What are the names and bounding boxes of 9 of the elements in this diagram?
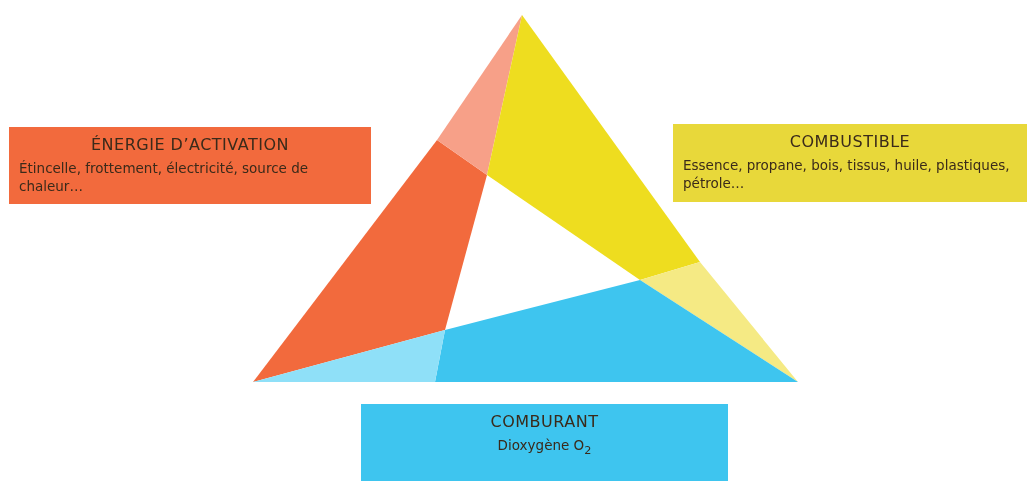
box-description: Dioxygène O$_{2}$: [496, 437, 593, 459]
box-description: Étincelle, frottement, électricité, source de chaleur…: [19, 160, 310, 196]
label-box: [673, 124, 1027, 202]
box-heading: COMBURANT: [489, 412, 600, 431]
label-box: [361, 404, 728, 481]
box-heading: COMBUSTIBLE: [788, 132, 912, 151]
box-description: Essence, propane, bois, tissus, huile, plastiques, pétrole…: [683, 157, 1011, 193]
label-box: [9, 127, 371, 204]
box-heading: ÉNERGIE D’ACTIVATION: [90, 135, 290, 154]
